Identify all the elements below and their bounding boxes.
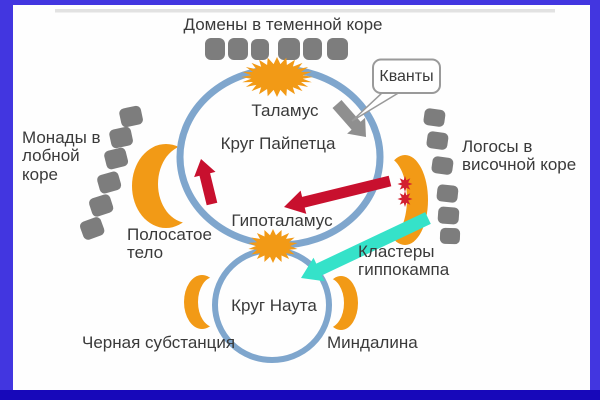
- label-parietal-domains: Домены в теменной коре: [183, 15, 383, 34]
- red-arrow-up-icon: [194, 159, 218, 206]
- gray-block-icon: [109, 126, 133, 149]
- label-quanta-callout: Кванты: [379, 68, 434, 85]
- hypothalamus-starburst-icon: [248, 229, 298, 263]
- gray-block-icon: [97, 171, 122, 194]
- gray-block-icon: [278, 38, 300, 60]
- gray-block-icon: [439, 227, 461, 245]
- label-hippocampus-clusters: Кластеры гиппокампа: [358, 242, 450, 280]
- top-edge-line: [55, 9, 555, 13]
- gray-block-icon: [228, 38, 248, 60]
- label-thalamus: Таламус: [251, 101, 319, 120]
- gray-block-icon: [327, 38, 348, 60]
- gray-block-icon: [79, 217, 105, 240]
- red-cluster-marker-icon: [397, 176, 413, 207]
- gray-block-icon: [303, 38, 322, 60]
- gray-block-icon: [89, 194, 114, 217]
- label-papez-circle: Круг Пайпетца: [220, 134, 336, 153]
- label-striatum: Полосатое тело: [127, 225, 212, 263]
- gray-block-icon: [436, 184, 459, 203]
- gray-arrow-icon: [332, 100, 366, 137]
- gray-block-icon: [104, 147, 129, 170]
- gray-block-icon: [431, 156, 454, 175]
- label-amygdala: Миндалина: [327, 333, 418, 352]
- thalamus-starburst-icon: [241, 57, 313, 97]
- cyan-arrow-icon: [301, 212, 431, 282]
- red-arrow-left-icon: [284, 175, 392, 214]
- label-frontal-monads: Монады в лобной коре: [22, 128, 101, 184]
- gray-block-icon: [119, 105, 143, 128]
- temporal-blocks: [423, 108, 461, 245]
- label-hypothalamus: Гипоталамус: [231, 211, 333, 230]
- quanta-callout-box: [372, 58, 441, 94]
- gray-block-icon: [251, 39, 269, 60]
- parietal-blocks: [205, 38, 348, 60]
- frame-bottom-border: [0, 390, 600, 400]
- gray-block-icon: [423, 108, 446, 127]
- gray-block-icon: [205, 38, 225, 60]
- gray-block-icon: [437, 206, 460, 225]
- gray-block-icon: [426, 131, 449, 150]
- frontal-blocks: [79, 105, 143, 240]
- label-substantia-nigra: Черная субстанция: [82, 333, 236, 352]
- label-nauta-circle: Круг Наута: [231, 296, 317, 315]
- label-temporal-logos: Логосы в височной коре: [462, 137, 577, 175]
